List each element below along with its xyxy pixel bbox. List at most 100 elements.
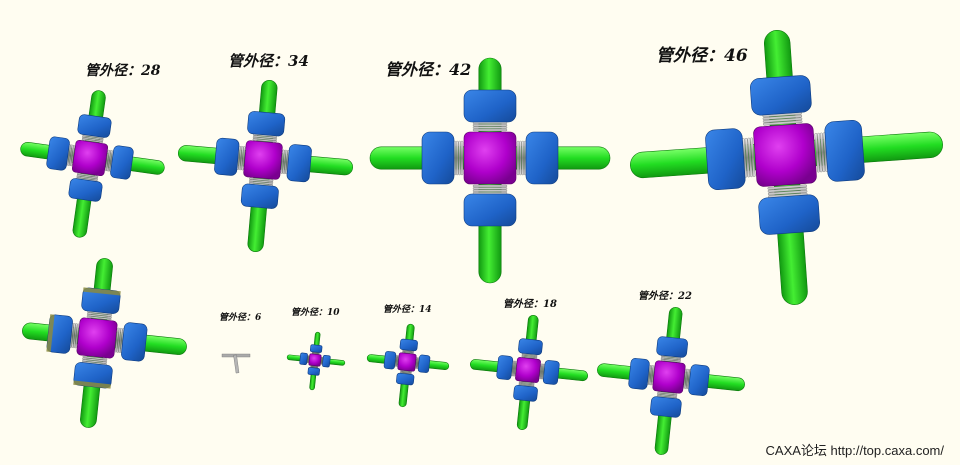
- watermark-caxa: CAXA论坛 http://top.caxa.com/: [765, 443, 944, 458]
- nut-left: [214, 137, 240, 176]
- nut-bottom: [758, 194, 820, 235]
- thread-ring: [460, 140, 464, 176]
- thread-ring: [651, 365, 655, 386]
- thread-ring: [649, 365, 654, 386]
- thread-ring: [747, 137, 753, 178]
- thread-ring: [252, 135, 278, 139]
- cross-body: [753, 123, 817, 187]
- label-value: 14: [419, 305, 432, 315]
- thread-ring: [105, 149, 110, 172]
- pipe-cross-fitting-d14: [366, 323, 450, 408]
- thread-ring: [472, 189, 508, 192]
- label-prefix: 管外径：: [385, 60, 450, 79]
- thread-ring: [762, 114, 803, 120]
- nut-right: [525, 131, 559, 185]
- thread-ring: [82, 137, 104, 142]
- nut-top: [656, 336, 688, 358]
- nut-right: [121, 322, 148, 362]
- thread-ring: [76, 173, 99, 178]
- label-d28: 管外径：28: [85, 60, 160, 80]
- thread-ring: [81, 138, 104, 143]
- thread-ring: [472, 124, 508, 127]
- thread-ring: [86, 314, 112, 319]
- thread-ring: [252, 136, 277, 141]
- label-d18: 管外径：18: [503, 295, 557, 310]
- thread-ring: [249, 177, 274, 182]
- thread-ring: [518, 381, 535, 384]
- thread-ring: [114, 327, 120, 353]
- thread-ring: [744, 137, 750, 178]
- label-prefix: 管外径：: [656, 46, 724, 66]
- label-d42: 管外径：42: [385, 56, 471, 80]
- cross-body: [397, 352, 417, 372]
- label-value: 6: [255, 313, 262, 323]
- cross-body: [76, 317, 118, 359]
- thread-ring: [519, 140, 522, 176]
- thread-ring: [249, 179, 274, 184]
- pipe-cross-fitting-d28: [20, 90, 165, 238]
- thread-ring: [106, 150, 111, 172]
- thread-ring: [252, 138, 277, 143]
- nut-left: [383, 351, 397, 370]
- nut-bottom: [463, 193, 517, 227]
- cross-body: [652, 360, 686, 394]
- nut-right: [688, 364, 710, 396]
- thread-ring: [767, 187, 808, 193]
- thread-ring: [472, 184, 508, 188]
- pipe-cross-fitting-d10: [286, 331, 346, 391]
- thread-ring: [648, 365, 652, 385]
- thread-ring: [71, 323, 76, 348]
- nut-right: [542, 360, 560, 385]
- thread-ring: [539, 363, 542, 380]
- thread-ring: [472, 128, 508, 132]
- thread-ring: [82, 135, 104, 141]
- nut-top: [247, 111, 286, 137]
- thread-ring: [541, 363, 545, 380]
- nut-top: [463, 89, 517, 123]
- pipe-fitting-d6: [221, 353, 251, 374]
- thread-ring: [238, 145, 242, 171]
- thread-ring: [657, 391, 678, 395]
- thread-ring: [69, 144, 74, 166]
- thread-ring: [513, 360, 516, 377]
- thread-ring: [763, 120, 803, 126]
- label-value: 34: [288, 52, 309, 70]
- label-d14: 管外径：14: [383, 302, 432, 315]
- label-prefix: 管外径：: [291, 308, 328, 318]
- cross-body: [308, 353, 322, 367]
- cross-body: [515, 357, 541, 383]
- thread-ring: [82, 355, 108, 361]
- label-prefix: 管外径：: [383, 305, 420, 315]
- thread-ring: [458, 140, 461, 176]
- thread-ring: [820, 132, 826, 173]
- thread-ring: [750, 137, 756, 177]
- nut-right: [417, 354, 431, 373]
- nut-right: [824, 120, 865, 182]
- thread-ring: [67, 144, 73, 166]
- label-d22: 管外径：22: [638, 287, 692, 302]
- label-prefix: 管外径：: [85, 63, 141, 79]
- thread-ring: [116, 327, 121, 353]
- pipe-vertical: [233, 354, 240, 374]
- thread-ring: [76, 175, 98, 181]
- label-prefix: 管外径：: [503, 299, 543, 310]
- cross-body: [463, 131, 517, 185]
- label-value: 46: [724, 46, 748, 66]
- nut-bottom: [307, 367, 320, 376]
- nut-left: [628, 358, 650, 390]
- thread-ring: [686, 369, 690, 389]
- nut-bottom: [240, 183, 279, 209]
- nut-left: [46, 136, 70, 171]
- thread-ring: [657, 394, 677, 398]
- pipe-cross-fitting-d18: [469, 314, 588, 430]
- thread-ring: [516, 140, 520, 176]
- seal-section: [73, 380, 111, 389]
- thread-ring: [70, 144, 75, 167]
- label-value: 42: [449, 60, 472, 79]
- thread-ring: [241, 146, 246, 171]
- thread-ring: [521, 355, 538, 358]
- nut-left: [421, 131, 455, 185]
- thread-ring: [767, 184, 807, 190]
- label-prefix: 管外径：: [228, 52, 289, 70]
